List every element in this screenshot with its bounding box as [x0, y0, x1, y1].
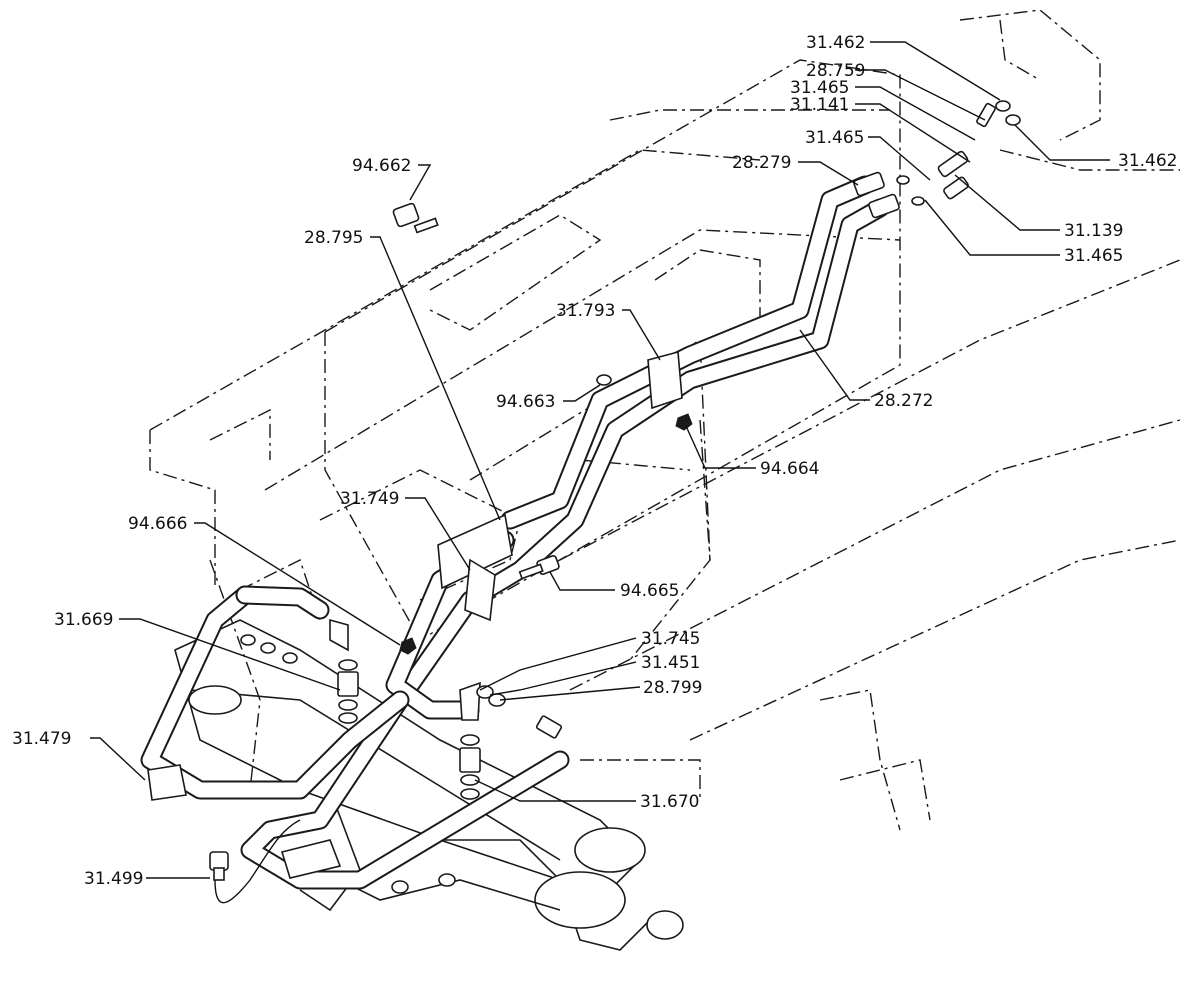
label-31745: 31.745	[641, 629, 700, 649]
label-31499: 31.499	[84, 869, 143, 889]
pivot-bushing	[188, 685, 242, 715]
label-94662: 94.662	[352, 156, 411, 176]
clamp-lower	[280, 839, 342, 879]
steering-knuckle	[534, 871, 626, 929]
hydraulic-pipes	[140, 175, 890, 890]
label-28272: 28.272	[874, 391, 933, 411]
label-28759: 28.759	[806, 61, 865, 81]
label-31793: 31.793	[556, 301, 615, 321]
label-94663: 94.663	[496, 392, 555, 412]
washer-94663	[596, 374, 612, 386]
label-31141: 31.141	[790, 95, 849, 115]
label-94666: 94.666	[128, 514, 187, 534]
pipe-clamps	[147, 350, 683, 879]
bracket-31749	[464, 558, 496, 622]
fittings-hardware	[209, 100, 1021, 881]
label-31465-b: 31.465	[805, 128, 864, 148]
label-28279: 28.279	[732, 153, 791, 173]
bolt-94662	[392, 202, 420, 228]
front-axle-assembly	[174, 619, 684, 951]
label-31749: 31.749	[340, 489, 399, 509]
label-31451: 31.451	[641, 653, 700, 673]
label-31465-a: 31.465	[790, 78, 849, 98]
stub-axle	[646, 910, 684, 940]
label-31465-c: 31.465	[1064, 246, 1123, 266]
chassis-frame-outline	[149, 9, 1181, 831]
part-number-labels: 31.462 28.759 31.465 31.141 31.465 28.27…	[12, 33, 1177, 889]
upper-fittings	[853, 100, 1021, 219]
leader-lines	[90, 41, 1110, 904]
fitting-31669	[329, 618, 359, 724]
clamp-31793	[647, 350, 683, 410]
label-31462-right: 31.462	[1118, 151, 1177, 171]
label-31669: 31.669	[54, 610, 113, 630]
nut-94666	[399, 637, 417, 655]
clamp-31479	[147, 764, 187, 801]
fitting-31670	[459, 681, 481, 800]
label-31670: 31.670	[640, 792, 699, 812]
label-94664: 94.664	[760, 459, 819, 479]
label-31479: 31.479	[12, 729, 71, 749]
axle-hub	[574, 827, 646, 873]
label-28799: 28.799	[643, 678, 702, 698]
label-31462-upper: 31.462	[806, 33, 865, 53]
label-94665: 94.665	[620, 581, 679, 601]
label-31139: 31.139	[1064, 221, 1123, 241]
clamp-28795	[437, 513, 513, 590]
nut-94664	[675, 413, 693, 431]
label-28795: 28.795	[304, 228, 363, 248]
